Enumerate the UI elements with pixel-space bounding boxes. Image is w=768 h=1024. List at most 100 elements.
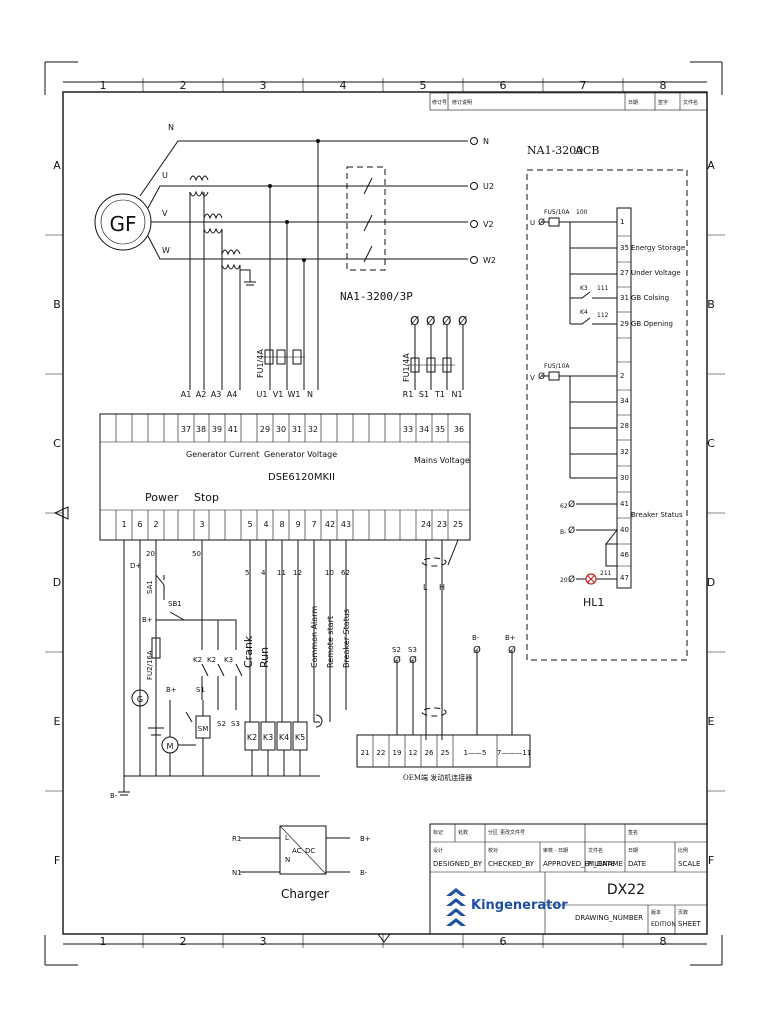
can-wires: L H — [421, 539, 459, 740]
sa1-label: SA1 — [146, 580, 154, 594]
remote-start-label: Remote start — [326, 616, 335, 668]
acb-terminal: 35 — [620, 244, 629, 252]
terminal-number: 33 — [403, 425, 413, 434]
row-letter: E — [708, 715, 715, 728]
terminal-number: 36 — [454, 425, 464, 434]
coil-label: K2 — [247, 733, 257, 742]
oem-bminus: B- — [472, 634, 480, 642]
controller-top-terminals: 37 38 39 41 29 30 31 32 33 34 35 36 — [181, 425, 464, 434]
cn-cell: 文件名 — [588, 847, 603, 854]
acb-v: V — [530, 374, 535, 382]
output-label: U2 — [483, 182, 494, 191]
acb-function: Under Voltage — [631, 269, 681, 277]
signal-label: S1 — [419, 390, 429, 399]
oem-bplus: B+ — [505, 634, 516, 642]
edition: EDITION — [651, 921, 676, 928]
acb-terminal: 46 — [620, 551, 629, 559]
acb-function: Energy Storage — [631, 244, 685, 252]
column-numbers-bottom: 1 2 3 6 8 — [100, 935, 667, 948]
title-block: 标记 处数 分区 更改文件号 签名 设计 校对 审核 - 日期 文件名 日期 比… — [429, 823, 708, 935]
can-h-label: H — [439, 583, 445, 592]
oem-caption: OEM端 发动机连接器 — [403, 773, 472, 782]
acb-w100: 100 — [576, 209, 588, 216]
b-minus-label: B- — [110, 792, 118, 800]
oem-s3: S3 — [408, 646, 417, 654]
terminal-number: 24 — [421, 520, 431, 529]
controller-body — [99, 413, 471, 541]
acb-terminal: 41 — [620, 500, 629, 508]
fuse-label: FU1/4A — [256, 349, 265, 378]
cn-cell: 比例 — [678, 847, 688, 854]
group-label: Mains Voltage — [414, 456, 470, 465]
group-label: Generator Current — [186, 450, 259, 459]
common-alarm-label: Common Alarm — [310, 606, 319, 668]
oem-terminal: 7———11 — [497, 749, 531, 757]
col-num: 6 — [500, 79, 507, 92]
signal-label: A1 — [181, 390, 192, 399]
oem-terminal: 12 — [409, 749, 418, 757]
controller-output-wires: 20 50 5 4 11 12 10 62 Crank Run Common A… — [123, 540, 351, 776]
designed-by: DESIGNED_BY — [433, 860, 483, 868]
terminal-number: 6 — [137, 520, 142, 529]
cn-sheet: 页数 — [678, 909, 688, 916]
acb-wb: B- — [560, 529, 566, 536]
rev-cell: 签字 — [658, 99, 668, 106]
sheet: SHEET — [678, 920, 702, 928]
oem-terminal: 25 — [441, 749, 450, 757]
rev-cell: 修订号 — [432, 99, 447, 106]
signal-label: T1 — [434, 390, 445, 399]
acb-u: U — [530, 219, 535, 227]
row-letter: F — [54, 854, 60, 867]
acb-w211: 211 — [600, 570, 612, 577]
signal-label: W1 — [288, 390, 301, 399]
relay-label: K3 — [224, 656, 233, 664]
terminal-number: 29 — [260, 425, 270, 434]
terminal-number: 43 — [341, 520, 351, 529]
null-symbol: Ø — [458, 314, 467, 328]
drawing-title: DX22 — [607, 882, 645, 898]
row-letter: B — [707, 298, 715, 311]
acb-terminal: 27 — [620, 269, 629, 277]
charger: L N AC DC R1 N1 B+ B- Charger — [232, 825, 371, 901]
phase-label: W — [162, 246, 170, 255]
row-letter: D — [53, 576, 61, 589]
revision-row: 修订号 修订说明 日期 签字 文件名 — [429, 92, 708, 111]
phase-label: U — [162, 171, 168, 180]
fuse-label: FU1/4A — [402, 353, 411, 382]
terminal-number: 5 — [247, 520, 252, 529]
s3-label: S3 — [231, 720, 240, 728]
brand-name: Kingenerator — [471, 898, 568, 913]
acb-terminal: 1 — [620, 218, 624, 226]
lamp-label: HL1 — [583, 596, 604, 609]
acb-k4: K4 — [580, 309, 588, 316]
charger-bminus: B- — [360, 869, 368, 877]
oem-terminal: 26 — [425, 749, 434, 757]
signal-label: N — [307, 390, 313, 399]
acb-w112: 112 — [597, 312, 609, 319]
null-symbol: Ø — [508, 644, 516, 656]
relay-label: K2 — [193, 656, 202, 664]
signal-label: N1 — [451, 390, 462, 399]
col-num: 2 — [180, 935, 187, 948]
terminal-number: 1 — [121, 520, 126, 529]
charger-label: Charger — [281, 887, 329, 901]
acb-function: GB Colsing — [631, 294, 669, 302]
wire-number: 11 — [277, 569, 286, 577]
charger-n: N — [285, 856, 290, 864]
acb-terminal: 40 — [620, 526, 629, 534]
null-symbol: Ø — [538, 371, 545, 382]
s1-label: S1 — [196, 686, 205, 694]
date: DATE — [628, 860, 646, 868]
acb-title-sub: ACB — [574, 144, 599, 157]
charger-l: L — [285, 834, 289, 842]
wire-number: 50 — [192, 550, 201, 558]
acb-fuse-u: FU5/10A — [544, 209, 570, 216]
terminal-number: 9 — [295, 520, 300, 529]
run-label: Run — [258, 647, 271, 668]
null-symbol: Ø — [538, 217, 545, 228]
col-num: 1 — [100, 79, 107, 92]
oem-terminal: 19 — [393, 749, 402, 757]
d-plus-label: D+ — [130, 562, 141, 570]
oem-s2: S2 — [392, 646, 401, 654]
terminal-number: 8 — [279, 520, 284, 529]
